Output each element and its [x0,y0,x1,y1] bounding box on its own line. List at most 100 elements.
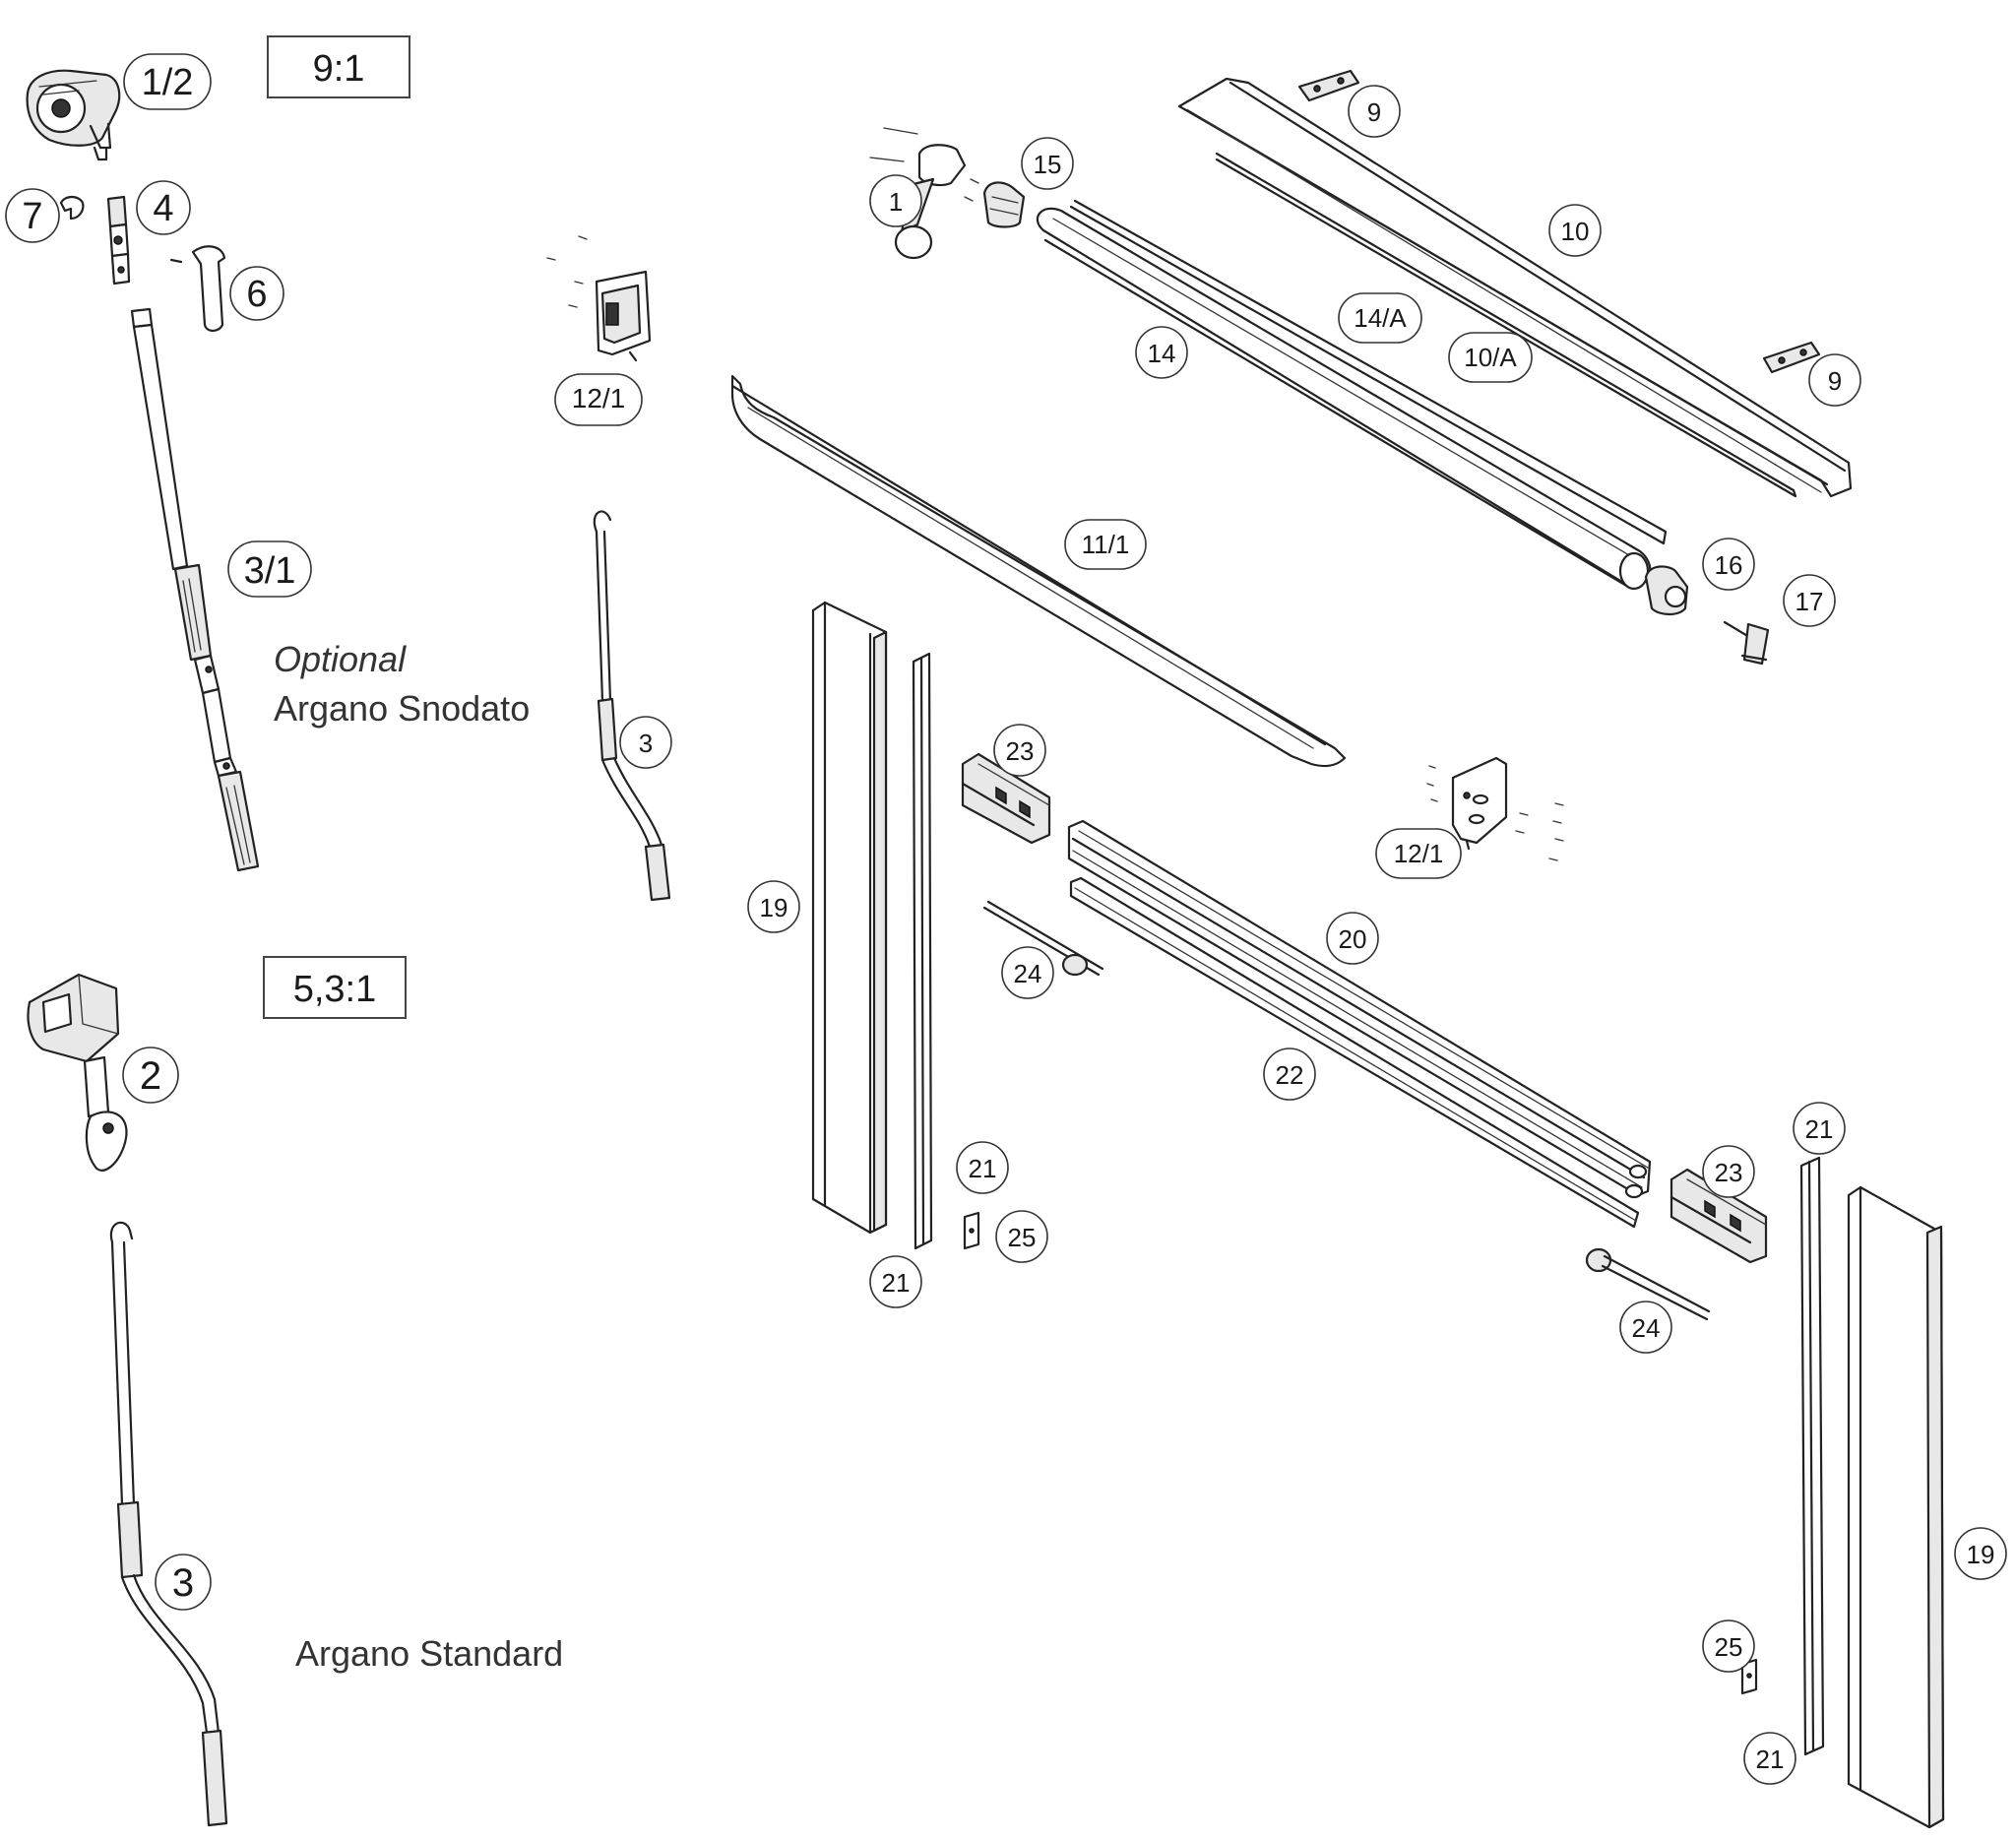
svg-text:9: 9 [1828,366,1842,396]
callout-23-right: 23 [1702,1145,1755,1198]
svg-text:12/1: 12/1 [1394,839,1444,868]
callout-19-left: 19 [747,880,800,933]
callout-11-1: 11/1 [1064,519,1147,570]
svg-text:25: 25 [1715,1632,1743,1662]
svg-text:10: 10 [1561,217,1590,246]
svg-text:20: 20 [1339,924,1367,954]
part-articulated-crank-3-1 [130,307,260,872]
svg-text:3/1: 3/1 [244,550,296,592]
callout-20: 20 [1326,912,1379,965]
callout-6: 6 [229,266,284,321]
callout-23-left: 23 [993,724,1046,777]
callout-15: 15 [1021,137,1074,190]
callout-21-right-lower: 21 [1743,1732,1796,1785]
callout-7: 7 [5,188,60,243]
part-retaining-clip-7 [59,195,85,221]
part-side-guide-21-right [1799,1156,1825,1756]
svg-text:21: 21 [1756,1745,1785,1774]
svg-text:3: 3 [639,729,653,758]
callout-24-right: 24 [1619,1301,1672,1354]
part-rod-24-left [982,900,1104,977]
part-pin-17 [1723,620,1770,666]
svg-text:21: 21 [882,1268,911,1298]
callout-17: 17 [1783,574,1836,627]
part-connector-23-right [1670,1168,1768,1264]
callout-3-small: 3 [619,716,672,769]
svg-text:25: 25 [1008,1223,1037,1252]
part-strip-10-a [1215,152,1797,498]
svg-text:11/1: 11/1 [1082,530,1130,559]
part-connector-23-left [961,752,1051,845]
part-clip-25-left [963,1211,980,1250]
svg-text:21: 21 [969,1154,997,1183]
svg-text:6: 6 [246,274,267,315]
part-end-bracket-right-12-1 [1426,756,1564,861]
part-end-bracket-left-12-1 [546,235,652,362]
svg-text:14: 14 [1148,339,1176,368]
part-gearbox-9-1 [26,69,121,161]
svg-text:9: 9 [1367,97,1381,127]
part-universal-joint-4 [106,195,131,286]
svg-text:21: 21 [1805,1114,1834,1144]
svg-text:10/A: 10/A [1464,343,1517,372]
callout-2: 2 [122,1047,179,1104]
part-front-cover-11-1 [730,374,1347,768]
callout-12-1-left: 12/1 [554,373,643,426]
svg-text:15: 15 [1034,150,1062,179]
svg-text:4: 4 [153,188,173,229]
svg-text:19: 19 [1967,1540,1995,1569]
callout-19-right: 19 [1954,1527,2007,1580]
part-side-guide-21-left [912,652,933,1250]
callout-9-top: 9 [1348,85,1401,138]
svg-text:3: 3 [172,1561,194,1605]
callout-12-1-right: 12/1 [1375,828,1462,879]
svg-text:22: 22 [1276,1060,1304,1090]
svg-text:24: 24 [1632,1313,1661,1343]
callout-1-2: 1/2 [123,53,212,110]
part-small-crank-3 [593,510,671,902]
part-standard-crank-3 [109,1221,228,1827]
svg-text:12/1: 12/1 [572,383,626,413]
part-side-post-19-right [1847,1185,1945,1829]
callout-25-right: 25 [1702,1620,1755,1673]
svg-text:7: 7 [22,196,42,237]
part-rod-24-right [1585,1247,1711,1321]
part-headbox-profile-10 [1177,77,1853,498]
ratio-label-5-3-1: 5,3:1 [293,969,377,1010]
svg-text:24: 24 [1014,959,1042,988]
callout-25-left: 25 [995,1210,1048,1263]
callout-22: 22 [1263,1048,1316,1101]
callout-21-left-lower: 21 [869,1255,922,1308]
part-bracket-9-bottom [1762,341,1821,374]
part-end-plug-15 [982,181,1026,228]
callout-14: 14 [1135,326,1188,379]
part-bottom-strip-22 [1069,876,1640,1229]
callout-1: 1 [869,174,922,227]
caption-argano-standard: Argano Standard [295,1633,563,1674]
callout-21-right-upper: 21 [1793,1102,1846,1155]
svg-text:19: 19 [760,893,788,922]
svg-text:1: 1 [889,187,903,217]
svg-text:14/A: 14/A [1354,303,1407,333]
svg-text:17: 17 [1796,587,1824,616]
callout-10-a: 10/A [1448,332,1533,383]
callout-3-1: 3/1 [227,540,312,598]
svg-text:2: 2 [140,1054,161,1098]
callout-14-a: 14/A [1338,292,1422,344]
part-pin-6 [169,245,226,333]
callout-10: 10 [1548,204,1602,257]
caption-optional: Optional [274,639,407,679]
callout-3-large: 3 [155,1554,212,1611]
part-roller-tube-14 [1036,207,1652,591]
callout-21-left-upper: 21 [956,1141,1009,1194]
part-bottom-bar-20 [1067,819,1652,1199]
callout-4: 4 [136,180,191,235]
part-clip-25-right [1740,1658,1758,1695]
callout-9-bottom: 9 [1808,353,1861,407]
callout-16: 16 [1702,538,1755,591]
part-side-post-19-left [811,601,888,1235]
ratio-box-5-3-1 [263,956,407,1019]
part-gearbox-5-3-1 [27,973,128,1172]
svg-text:23: 23 [1715,1158,1743,1187]
